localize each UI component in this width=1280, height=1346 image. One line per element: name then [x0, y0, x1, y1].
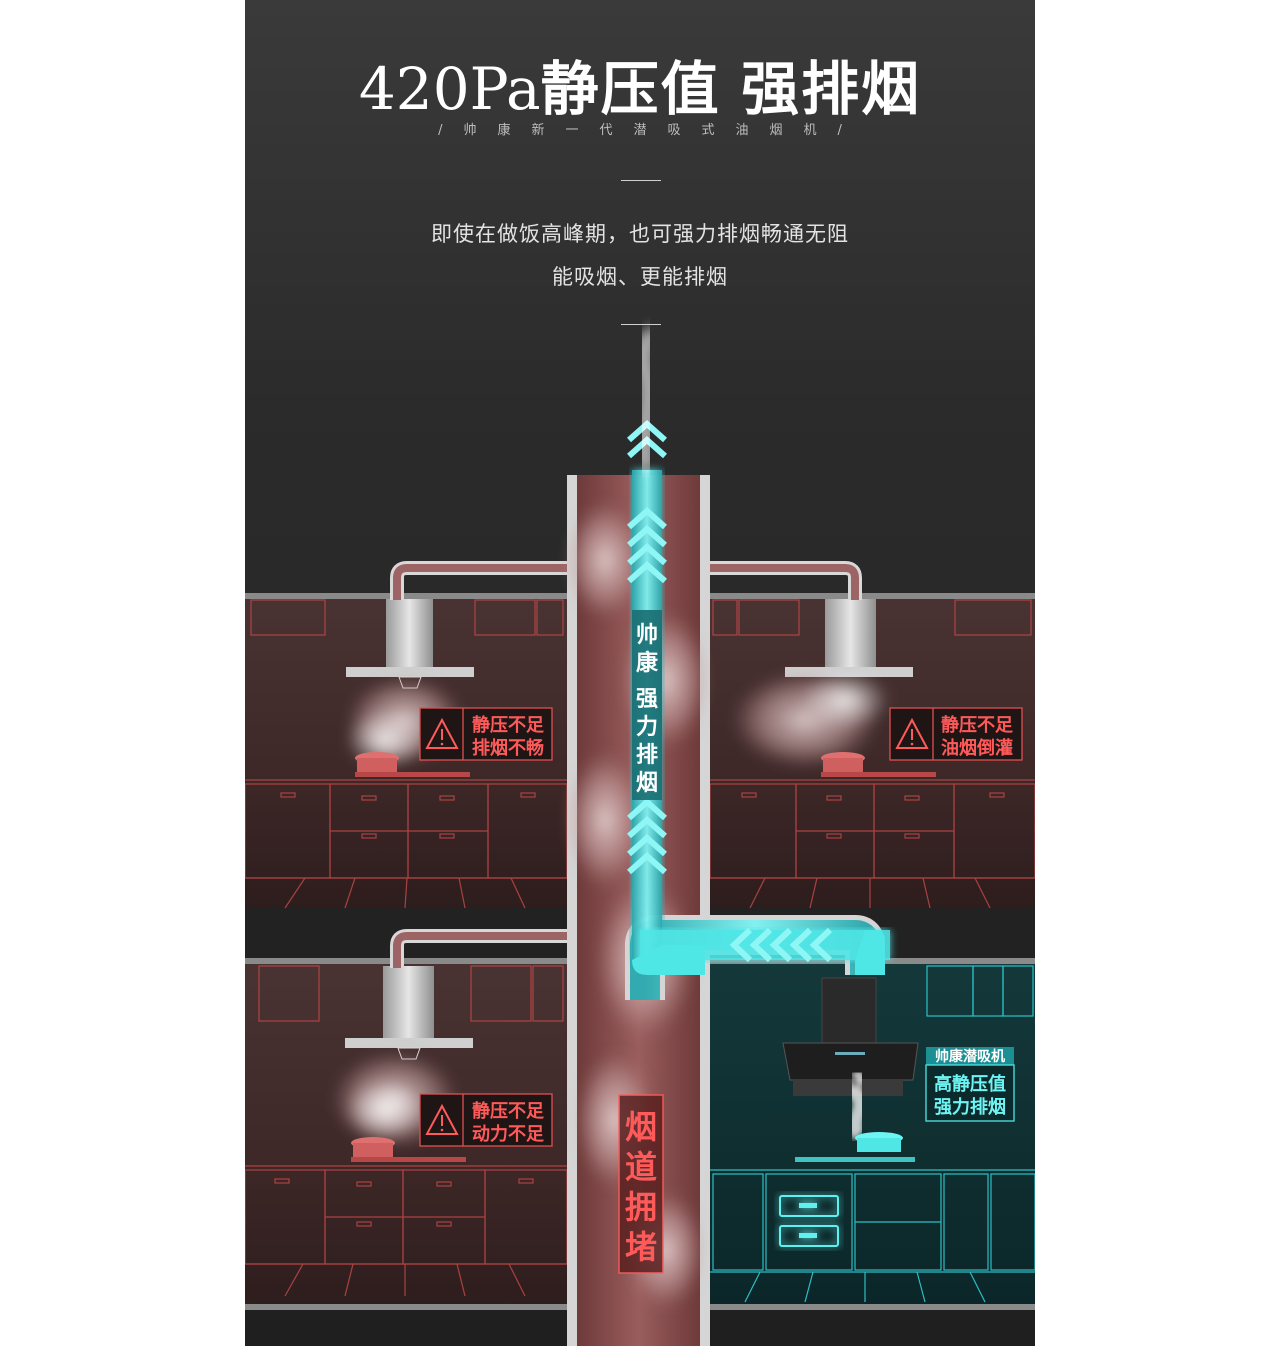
svg-text:力: 力 — [636, 715, 658, 740]
description-line1: 即使在做饭高峰期，也可强力排烟畅通无阻 — [431, 222, 849, 246]
warning-line1: 静压不足 — [472, 1100, 544, 1122]
poster: 静压不足 排烟不畅 — [245, 0, 1035, 1346]
warning-line1: 静压不足 — [472, 714, 544, 736]
duct-illustration: 静压不足 排烟不畅 — [245, 324, 1035, 1346]
divider-top — [621, 180, 661, 181]
warning-icon — [425, 717, 459, 749]
divider-bottom — [621, 324, 661, 325]
warning-line2: 动力不足 — [472, 1124, 544, 1145]
warning-label-top-right: 静压不足 油烟倒灌 — [889, 707, 1023, 761]
svg-text:强: 强 — [636, 687, 658, 712]
svg-text:烟: 烟 — [636, 771, 658, 796]
blocked-duct-label: 烟 道 拥 堵 — [618, 1094, 664, 1274]
svg-text:堵: 堵 — [625, 1228, 657, 1266]
product-brand: 帅康潜吸机 — [935, 1048, 1005, 1065]
product-line2: 强力排烟 — [934, 1096, 1006, 1118]
kitchen-top-right: 静压不足 油烟倒灌 — [709, 593, 1035, 909]
kitchen-top-left: 静压不足 排烟不畅 — [245, 593, 568, 909]
product-line1: 高静压值 — [934, 1073, 1006, 1095]
flow-left-arrows — [729, 927, 833, 963]
product-label-bottom-right: 帅康潜吸机 高静压值 强力排烟 — [925, 1047, 1015, 1122]
subline: /帅康新一代潜吸式油烟机/ — [438, 123, 863, 138]
svg-text:帅: 帅 — [636, 623, 658, 648]
clear-flow-label: 帅 康 强 力 排 烟 — [636, 623, 659, 796]
warning-line1: 静压不足 — [941, 714, 1013, 736]
warning-icon — [425, 1103, 459, 1135]
svg-text:排: 排 — [636, 743, 658, 768]
svg-text:道: 道 — [625, 1148, 657, 1186]
svg-text:康: 康 — [636, 650, 659, 676]
headline-number: 420Pa — [358, 55, 541, 123]
warning-line2: 油烟倒灌 — [941, 737, 1013, 759]
warning-label-bottom-left: 静压不足 动力不足 — [419, 1093, 553, 1147]
headline-text2: 强排烟 — [741, 55, 922, 123]
headline: 420Pa静压值 强排烟 — [245, 42, 1035, 126]
exhaust-duct: 帅 康 强 力 排 烟 烟 道 拥 堵 — [390, 324, 890, 1346]
warning-label-top-left: 静压不足 排烟不畅 — [419, 707, 553, 761]
description-line2: 能吸烟、更能排烟 — [552, 265, 728, 289]
svg-text:拥: 拥 — [625, 1188, 657, 1226]
headline-text1: 静压值 — [540, 55, 721, 123]
kitchen-bottom-right: 帅康潜吸机 高静压值 强力排烟 — [710, 958, 1035, 1310]
warning-icon — [895, 717, 929, 749]
warning-line2: 排烟不畅 — [472, 737, 544, 759]
kitchen-bottom-left: 静压不足 动力不足 — [245, 958, 568, 1310]
svg-text:烟: 烟 — [625, 1108, 657, 1146]
